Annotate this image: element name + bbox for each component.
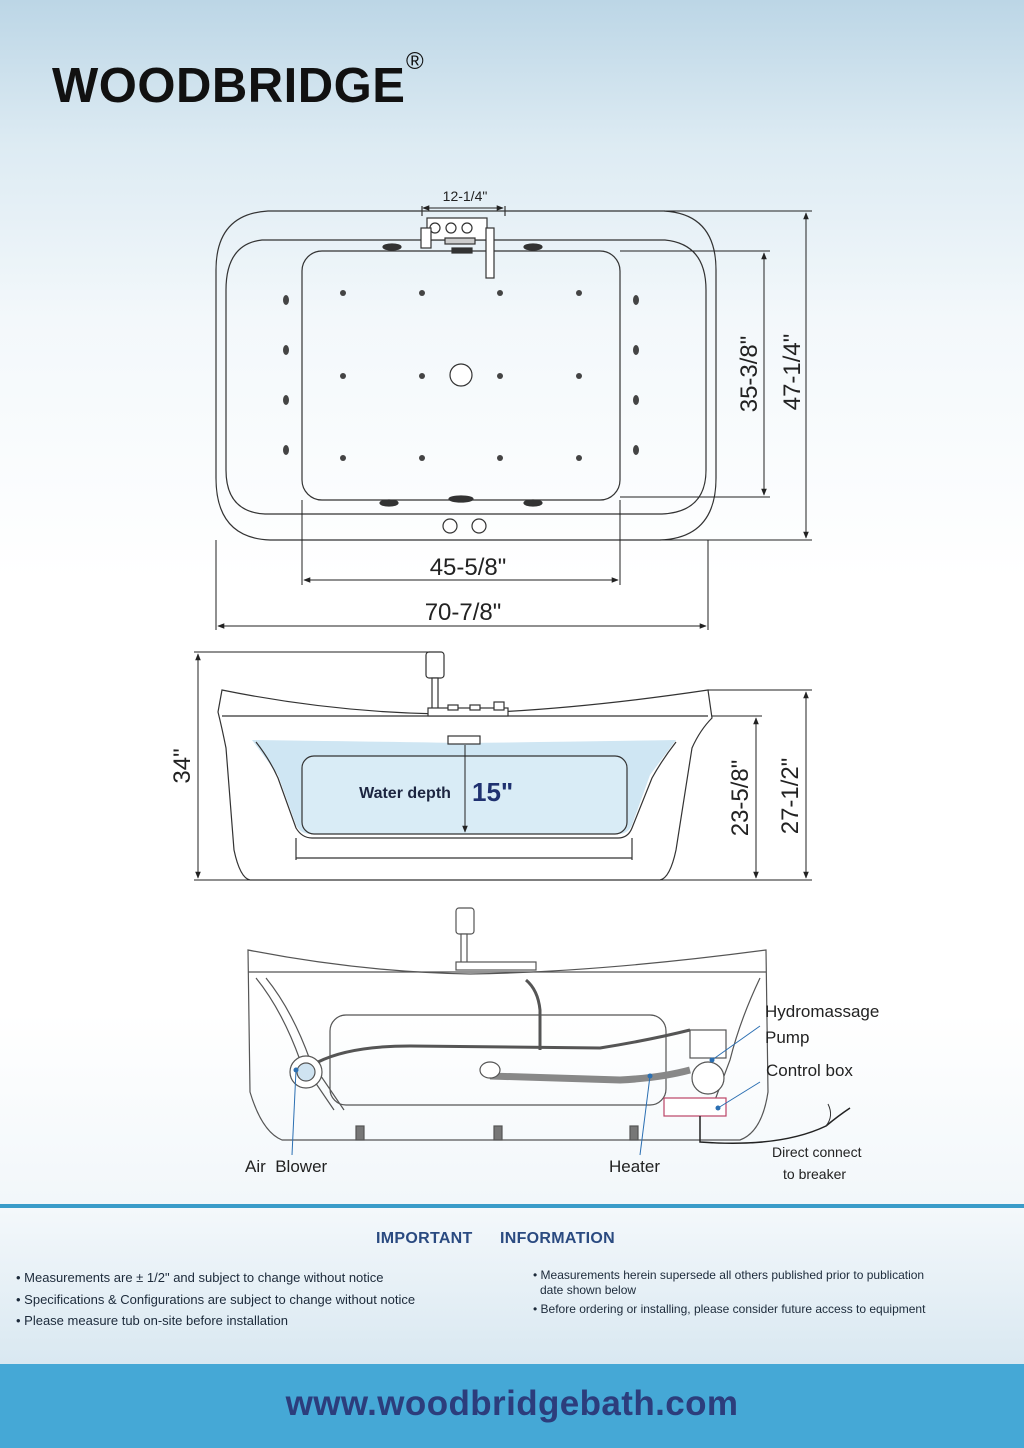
technical-drawing: 12-1/4" 45-5/8" 70-7/8" 35-3/8" 47-1/4" … bbox=[169, 188, 851, 1156]
breaker-cable bbox=[699, 1107, 851, 1144]
jets bbox=[283, 290, 639, 461]
faucet-deck bbox=[426, 217, 488, 241]
leader-lines bbox=[291, 1025, 761, 1156]
label-hydromassage: Hydromassage bbox=[765, 1002, 880, 1021]
top-view bbox=[215, 206, 717, 541]
footer-bar bbox=[0, 1364, 1024, 1448]
control-box bbox=[663, 1097, 727, 1117]
dim-faucet-width: 12-1/4" bbox=[443, 188, 488, 204]
info-note: • Measurements are ± 1/2" and subject to… bbox=[16, 1270, 384, 1285]
label-to-breaker: to breaker bbox=[783, 1166, 847, 1182]
info-note: • Please measure tub on-site before inst… bbox=[16, 1313, 288, 1328]
registered-mark: ® bbox=[406, 48, 424, 75]
tub-shell-cutaway bbox=[247, 949, 769, 1141]
dim-overall-length: 70-7/8" bbox=[425, 599, 502, 626]
dim-overall-width: 47-1/4" bbox=[779, 334, 806, 411]
label-direct-connect: Direct connect bbox=[772, 1144, 862, 1160]
tub-shell-side bbox=[217, 689, 713, 881]
water-depth-value: 15" bbox=[472, 777, 513, 807]
water-depth-label: Water depth bbox=[359, 785, 451, 802]
leader-dots bbox=[293, 1057, 721, 1111]
top-dimensions bbox=[215, 205, 812, 630]
dim-overall-height: 34" bbox=[169, 748, 196, 783]
website-link[interactable]: www.woodbridgebath.com bbox=[285, 1384, 739, 1423]
label-control-box: Control box bbox=[766, 1061, 853, 1080]
brand-logo: WOODBRIDGE bbox=[52, 59, 406, 113]
hydromassage-pump bbox=[689, 1029, 727, 1059]
info-heading-right: INFORMATION bbox=[500, 1230, 615, 1247]
basin-outline bbox=[329, 1014, 667, 1106]
hand-shower bbox=[425, 651, 445, 679]
hand-shower bbox=[455, 907, 475, 935]
dim-inner-length: 45-5/8" bbox=[430, 554, 507, 581]
control-button bbox=[442, 518, 458, 534]
label-heater: Heater bbox=[609, 1157, 661, 1176]
side-dimensions bbox=[194, 651, 812, 881]
info-panel bbox=[0, 1208, 1024, 1364]
label-air-blower: Air Blower bbox=[245, 1157, 328, 1176]
info-note: • Measurements herein supersede all othe… bbox=[533, 1268, 925, 1282]
dim-rim-height: 27-1/2" bbox=[777, 758, 804, 835]
info-note-continued: date shown below bbox=[540, 1283, 637, 1297]
heater-pipe bbox=[489, 1066, 691, 1084]
divider-bar bbox=[0, 1204, 1024, 1208]
cutaway-view bbox=[247, 907, 851, 1144]
drain bbox=[449, 363, 473, 387]
dim-inner-depth: 23-5/8" bbox=[727, 760, 754, 837]
info-heading-left: IMPORTANT bbox=[376, 1230, 473, 1247]
air-pipe bbox=[317, 1028, 691, 1064]
overflow bbox=[447, 735, 481, 745]
label-pump: Pump bbox=[765, 1028, 810, 1047]
control-button bbox=[471, 518, 487, 534]
info-note: • Specifications & Configurations are su… bbox=[16, 1292, 416, 1307]
info-note: • Before ordering or installing, please … bbox=[533, 1302, 926, 1316]
tub-inner-rim bbox=[225, 239, 707, 515]
dim-inner-width: 35-3/8" bbox=[736, 336, 763, 413]
